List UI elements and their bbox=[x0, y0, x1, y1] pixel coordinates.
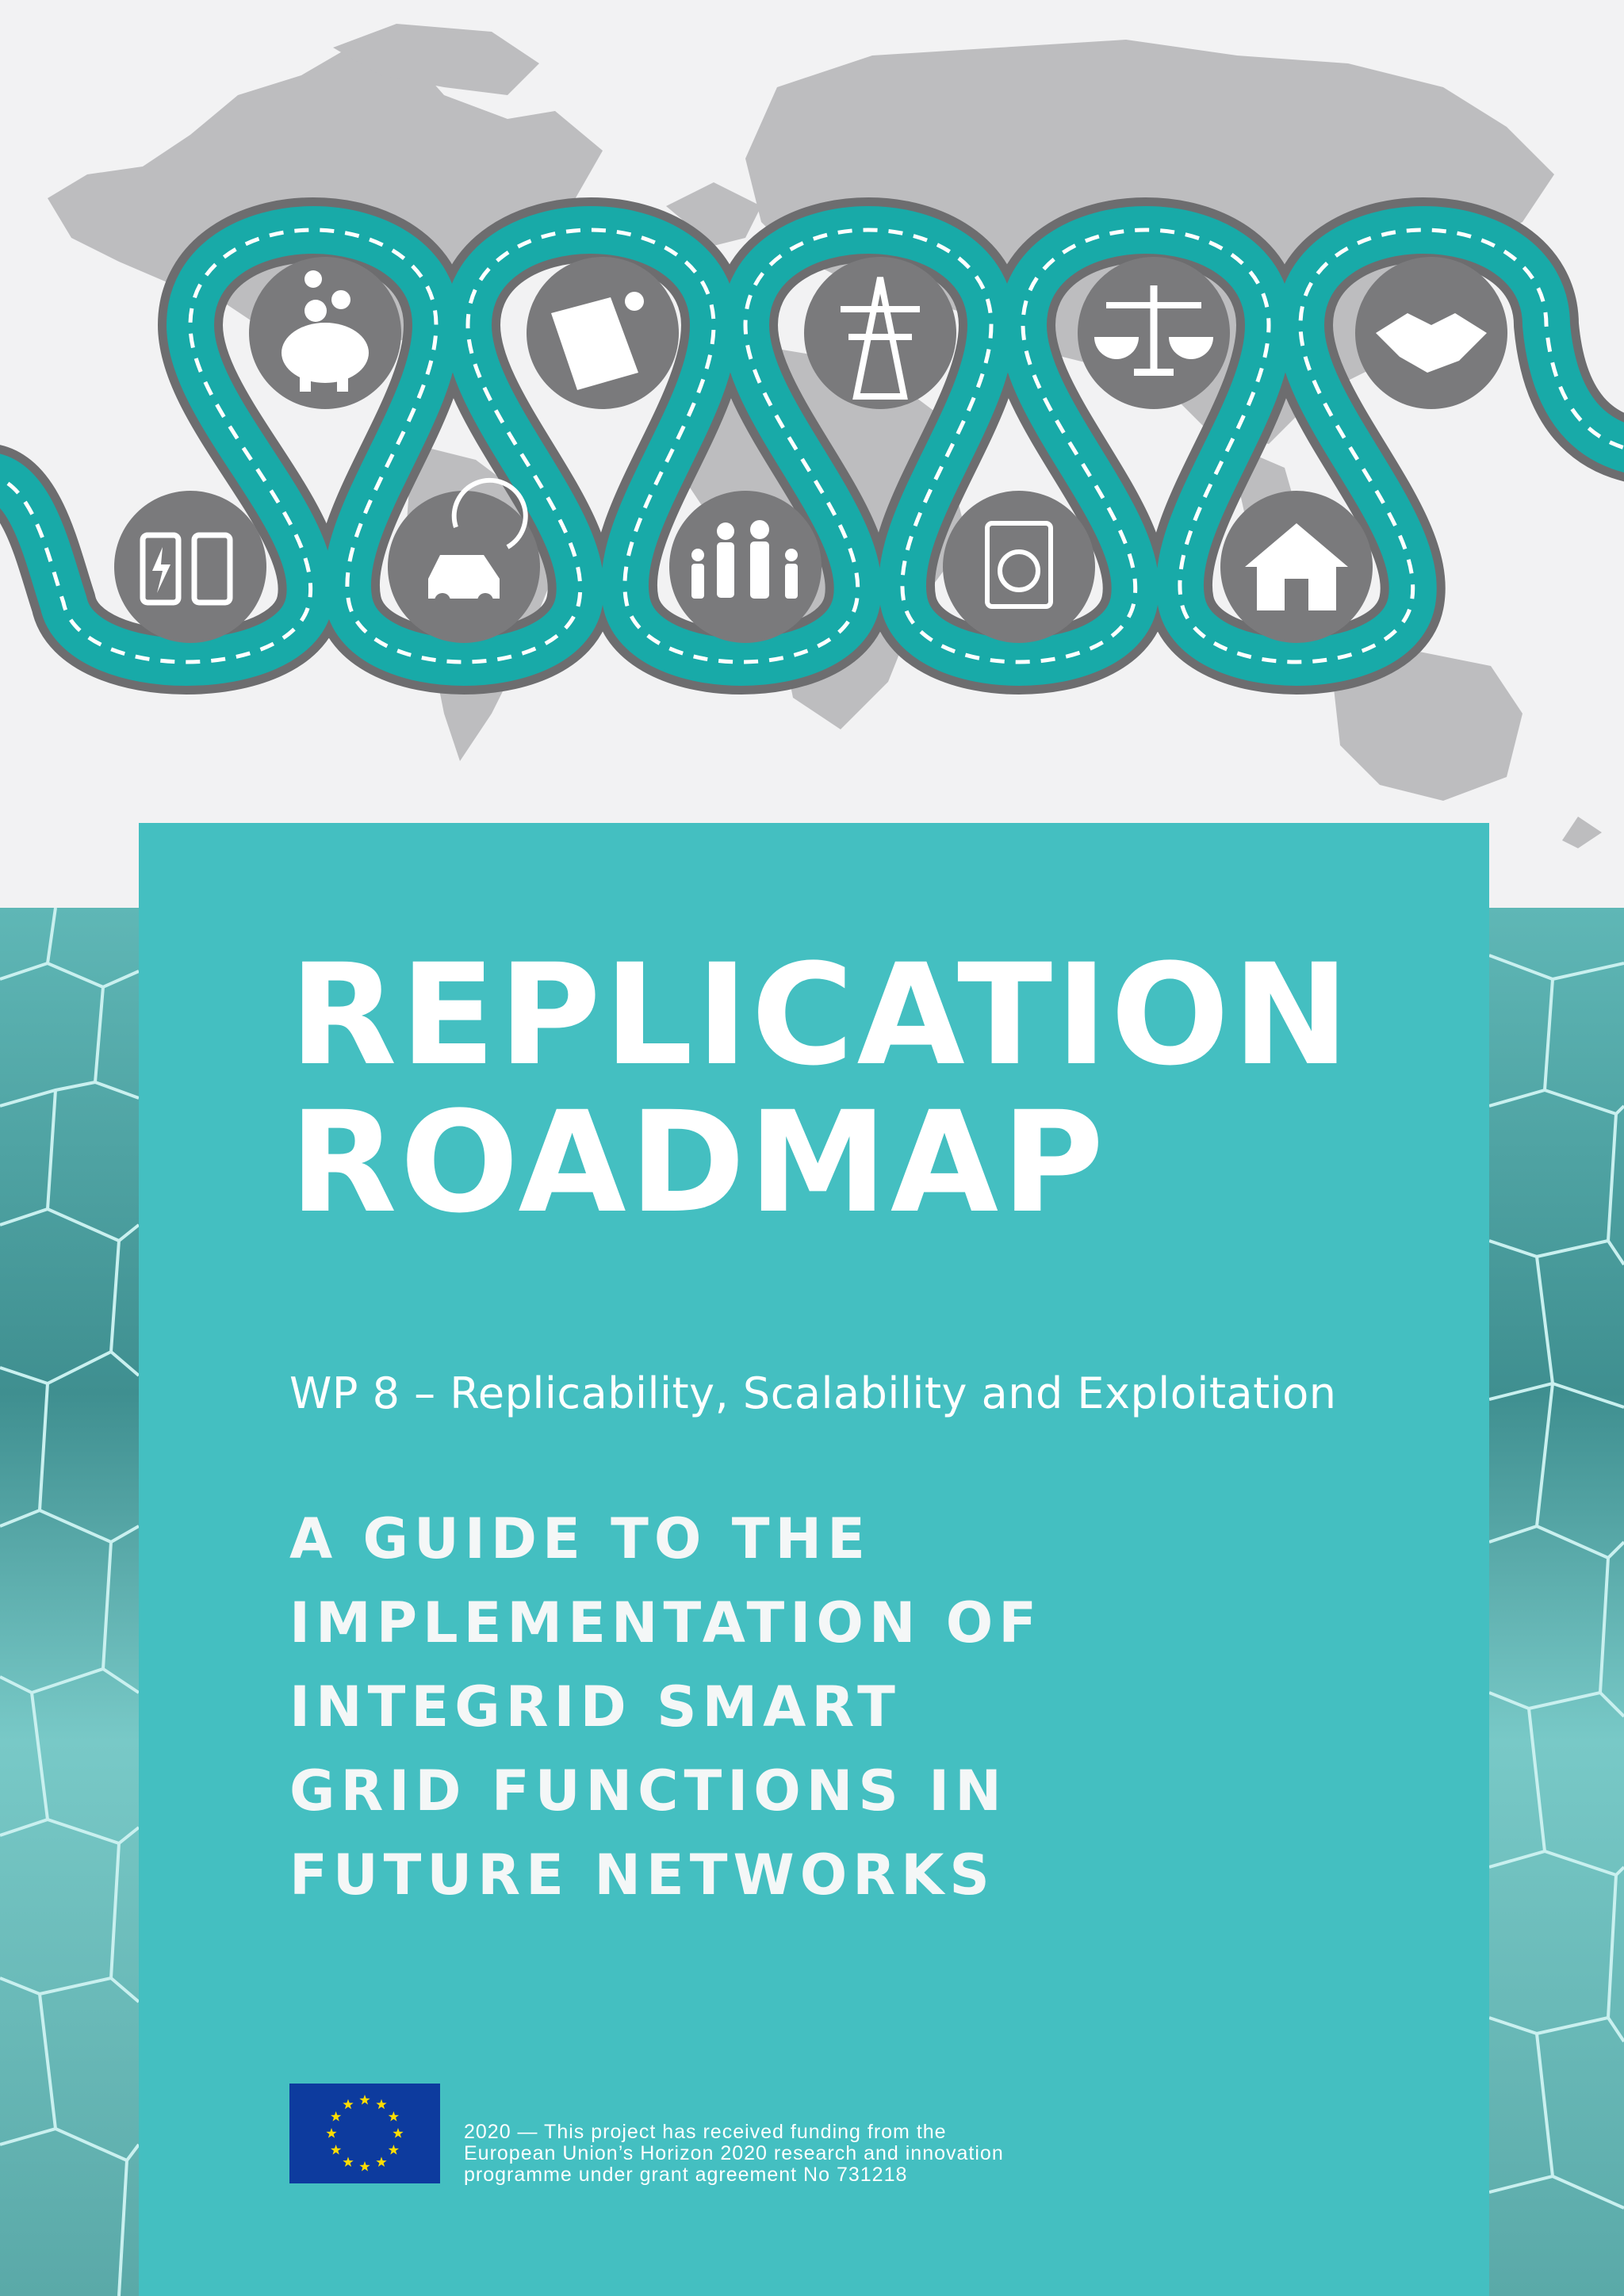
eu-star-icon bbox=[393, 2128, 404, 2138]
eu-star-icon bbox=[376, 2099, 387, 2110]
right-cell-mosaic-pattern bbox=[1489, 908, 1624, 2296]
title-line: ROADMAP bbox=[289, 1081, 1108, 1244]
eu-star-icon bbox=[388, 2145, 400, 2155]
eu-star-icon bbox=[330, 2145, 342, 2155]
electric-car-icon bbox=[388, 477, 540, 643]
family-icon bbox=[669, 491, 822, 643]
power-pylon-icon bbox=[804, 257, 956, 409]
funding-line: European Union’s Horizon 2020 research a… bbox=[464, 2142, 1004, 2164]
eu-star-icon bbox=[359, 2095, 370, 2105]
piggy-bank-icon bbox=[249, 257, 401, 409]
washing-machine-icon bbox=[943, 491, 1095, 643]
funding-statement: 2020 — This project has received funding… bbox=[464, 2122, 1004, 2186]
scales-icon bbox=[1078, 257, 1230, 409]
subtitle-line: GRID FUNCTIONS IN bbox=[289, 1758, 1007, 1823]
house-icon bbox=[1220, 491, 1373, 643]
eu-star-icon bbox=[326, 2128, 337, 2138]
eu-star-icon bbox=[343, 2156, 354, 2168]
document-title: REPLICATION ROADMAP bbox=[289, 942, 1353, 1237]
solar-panel-icon bbox=[527, 257, 679, 409]
eu-star-icon bbox=[376, 2156, 387, 2168]
funding-line: programme under grant agreement No 73121… bbox=[464, 2164, 908, 2186]
work-package-label: WP 8 – Replicability, Scalability and Ex… bbox=[289, 1368, 1337, 1418]
eu-star-icon bbox=[343, 2099, 354, 2110]
road-lane-marking bbox=[0, 228, 1624, 664]
subtitle-line: IMPLEMENTATION OF bbox=[289, 1590, 1043, 1655]
subtitle-line: A GUIDE TO THE bbox=[289, 1506, 871, 1571]
eu-star-icon bbox=[330, 2111, 342, 2122]
document-subtitle: A GUIDE TO THE IMPLEMENTATION OF INTEGRI… bbox=[289, 1497, 1042, 1917]
subtitle-line: INTEGRID SMART bbox=[289, 1674, 901, 1739]
funding-line: 2020 — This project has received funding… bbox=[464, 2121, 947, 2143]
title-panel: REPLICATION ROADMAP WP 8 – Replicability… bbox=[139, 823, 1489, 2296]
subtitle-line: FUTURE NETWORKS bbox=[289, 1843, 995, 1908]
eu-star-icon bbox=[359, 2161, 370, 2172]
left-cell-mosaic-pattern bbox=[0, 908, 139, 2296]
battery-icon bbox=[114, 491, 266, 643]
eu-flag-logo bbox=[289, 2084, 440, 2183]
handshake-icon bbox=[1355, 257, 1507, 409]
title-line: REPLICATION bbox=[289, 934, 1353, 1096]
eu-star-icon bbox=[388, 2111, 400, 2122]
roadmap-header-illustration bbox=[0, 0, 1624, 912]
